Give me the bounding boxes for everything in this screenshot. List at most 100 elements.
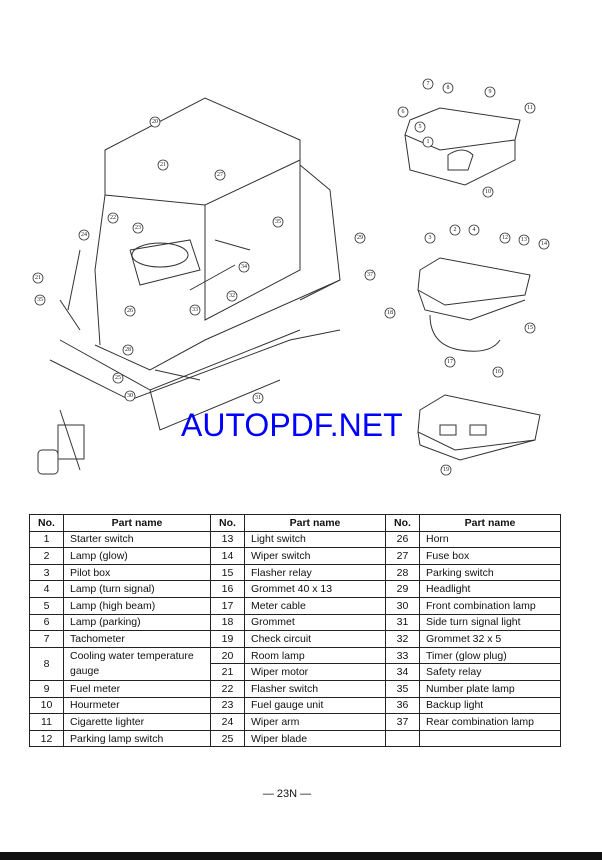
- part-name-cell: Lamp (turn signal): [63, 580, 211, 598]
- callout-17: 17: [444, 356, 456, 368]
- callout-circle: [189, 304, 201, 316]
- callout-number: 7: [427, 81, 430, 87]
- header-no: No.: [210, 514, 245, 532]
- part-name-cell: Flasher relay: [244, 563, 386, 582]
- callout-circle: [442, 82, 454, 94]
- callout-circle: [538, 238, 550, 250]
- part-name-cell: Safety relay: [419, 663, 561, 681]
- callout-number: 25: [115, 375, 121, 381]
- part-name-cell: [419, 729, 561, 748]
- part-number-cell: 31: [385, 613, 420, 632]
- part-number-cell: 17: [210, 596, 245, 615]
- callout-number: 20: [152, 119, 158, 125]
- callout-number: 35: [275, 219, 281, 225]
- callout-6: 6: [397, 106, 409, 118]
- callout-number: 33: [192, 307, 198, 313]
- callout-circle: [384, 307, 396, 319]
- part-number-cell: 34: [385, 663, 420, 681]
- part-name-cell: Front combination lamp: [419, 596, 561, 615]
- part-name-cell: Wiper blade: [244, 729, 386, 748]
- part-name-cell: Rear combination lamp: [419, 713, 561, 731]
- header-no: No.: [29, 514, 64, 532]
- part-number-cell: 36: [385, 696, 420, 715]
- part-name-cell: Tachometer: [63, 630, 211, 648]
- callout-number: 3: [429, 235, 432, 241]
- callout-number: 31: [255, 395, 261, 401]
- callout-circle: [518, 234, 530, 246]
- callout-number: 2: [454, 227, 457, 233]
- callout-number: 22: [110, 215, 116, 221]
- callout-group: 2021273529222324213537262834323130253378…: [32, 78, 550, 476]
- part-name-cell: Flasher switch: [244, 679, 386, 698]
- callout-number: 26: [127, 308, 133, 314]
- part-number-cell: 19: [210, 630, 245, 648]
- callout-13: 13: [518, 234, 530, 246]
- part-number-cell: 8: [29, 646, 64, 681]
- part-number-cell: 25: [210, 729, 245, 748]
- part-name-cell: Parking switch: [419, 563, 561, 582]
- part-name-cell: Wiper arm: [244, 713, 386, 731]
- callout-circle: [34, 294, 46, 306]
- callout-7: 7: [422, 78, 434, 90]
- part-number-cell: 33: [385, 646, 420, 665]
- part-number-cell: 9: [29, 679, 64, 698]
- callout-number: 30: [127, 393, 133, 399]
- callout-9: 9: [484, 86, 496, 98]
- part-name-cell: Side turn signal light: [419, 613, 561, 632]
- part-number-cell: 30: [385, 596, 420, 615]
- part-name-cell: Wiper switch: [244, 547, 386, 565]
- callout-number: 4: [473, 227, 476, 233]
- callout-circle: [272, 216, 284, 228]
- part-number-cell: 10: [29, 696, 64, 715]
- callout-circle: [354, 232, 366, 244]
- callout-21: 21: [32, 272, 44, 284]
- callout-circle: [524, 102, 536, 114]
- part-number-cell: 35: [385, 679, 420, 698]
- callout-circle: [424, 232, 436, 244]
- callout-circle: [122, 344, 134, 356]
- part-name-cell: Light switch: [244, 530, 386, 549]
- part-number-cell: 18: [210, 613, 245, 632]
- callout-number: 6: [402, 109, 405, 115]
- callout-25: 25: [112, 372, 124, 384]
- callout-circle: [78, 229, 90, 241]
- part-name-cell: Grommet 32 x 5: [419, 630, 561, 648]
- part-name-cell: Parking lamp switch: [63, 729, 211, 748]
- callout-number: 17: [447, 359, 453, 365]
- callout-number: 19: [443, 467, 449, 473]
- callout-number: 10: [485, 189, 491, 195]
- part-name-cell: Lamp (glow): [63, 547, 211, 565]
- part-number-cell: 29: [385, 580, 420, 598]
- callout-number: 13: [521, 237, 527, 243]
- callout-14: 14: [538, 238, 550, 250]
- callout-number: 12: [502, 235, 508, 241]
- callout-circle: [157, 159, 169, 171]
- part-name-cell: Timer (glow plug): [419, 646, 561, 665]
- part-number-cell: 24: [210, 713, 245, 731]
- part-name-cell: Fuel meter: [63, 679, 211, 698]
- header-part-name: Part name: [244, 514, 386, 532]
- part-number-cell: 2: [29, 547, 64, 565]
- callout-circle: [252, 392, 264, 404]
- part-name-cell: Backup light: [419, 696, 561, 715]
- callout-29: 29: [354, 232, 366, 244]
- part-name-cell: Cigarette lighter: [63, 713, 211, 731]
- part-name-cell: Room lamp: [244, 646, 386, 665]
- part-number-cell: 13: [210, 530, 245, 549]
- callout-circle: [449, 224, 461, 236]
- header-part-name: Part name: [419, 514, 561, 532]
- callout-circle: [132, 222, 144, 234]
- part-name-cell: Grommet: [244, 613, 386, 632]
- part-name-cell: Grommet 40 x 13: [244, 580, 386, 598]
- part-name-cell: Meter cable: [244, 596, 386, 615]
